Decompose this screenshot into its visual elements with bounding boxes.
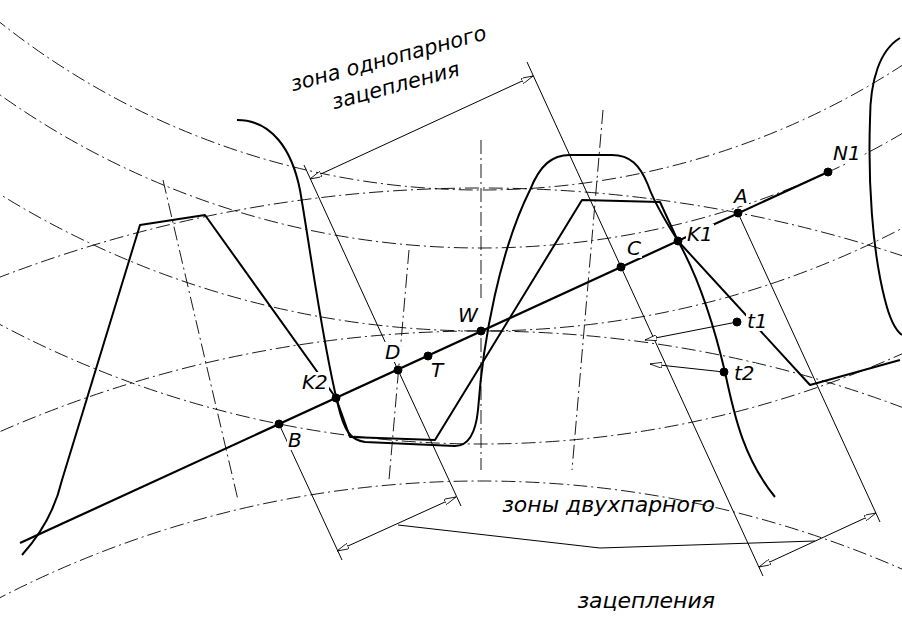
extension-line [279,424,342,560]
tooth-profile [870,38,902,335]
point-dot [674,237,682,245]
point-label: C [626,238,642,258]
extension-line [527,62,621,267]
velocity-vector [650,364,724,372]
extension-line [304,165,398,370]
point-dot [734,209,742,217]
point-dot [275,420,283,428]
leader-line [398,525,815,548]
pitch-circle [0,0,902,331]
point-dot [424,352,432,360]
points [275,168,832,428]
point-label: B [287,430,303,450]
dimension-line [337,497,456,551]
velocity-vector [645,322,737,340]
center-line [481,338,482,470]
point-dot [824,168,832,176]
point-dot [332,394,340,402]
point-label: A [733,186,749,206]
extension-line [621,267,763,576]
point-dot [733,318,741,326]
tooth-axis [163,180,238,500]
tip-circle [0,0,902,444]
tooth-profile [237,120,775,497]
root-circle [0,481,902,633]
point-label: K1 [686,224,714,244]
point-label: N1 [832,143,862,163]
point-label: t1 [746,311,769,331]
point-label: W [457,305,479,325]
point-label: K2 [301,372,329,392]
point-dot [720,368,728,376]
tip-circle [0,188,902,633]
point-label: t2 [733,363,756,383]
pitch-circle [0,331,902,633]
root-circle [0,0,902,190]
line-of-action [20,172,828,543]
point-label: D [384,342,401,362]
extension-line [398,370,461,506]
point-dot [477,327,485,335]
center-line [481,140,482,300]
tooth-axis [572,110,603,470]
base-circle [0,0,902,248]
zone-caption: зоны двухпарного зацепления [440,457,715,633]
point-dot [617,263,625,271]
point-label: T [430,360,444,380]
point-dot [394,366,402,374]
zone-caption: зона однопарного зацепления [264,13,520,132]
tooth-profile [22,200,900,555]
dimension-line [759,513,876,567]
tooth-profiles [22,38,902,555]
